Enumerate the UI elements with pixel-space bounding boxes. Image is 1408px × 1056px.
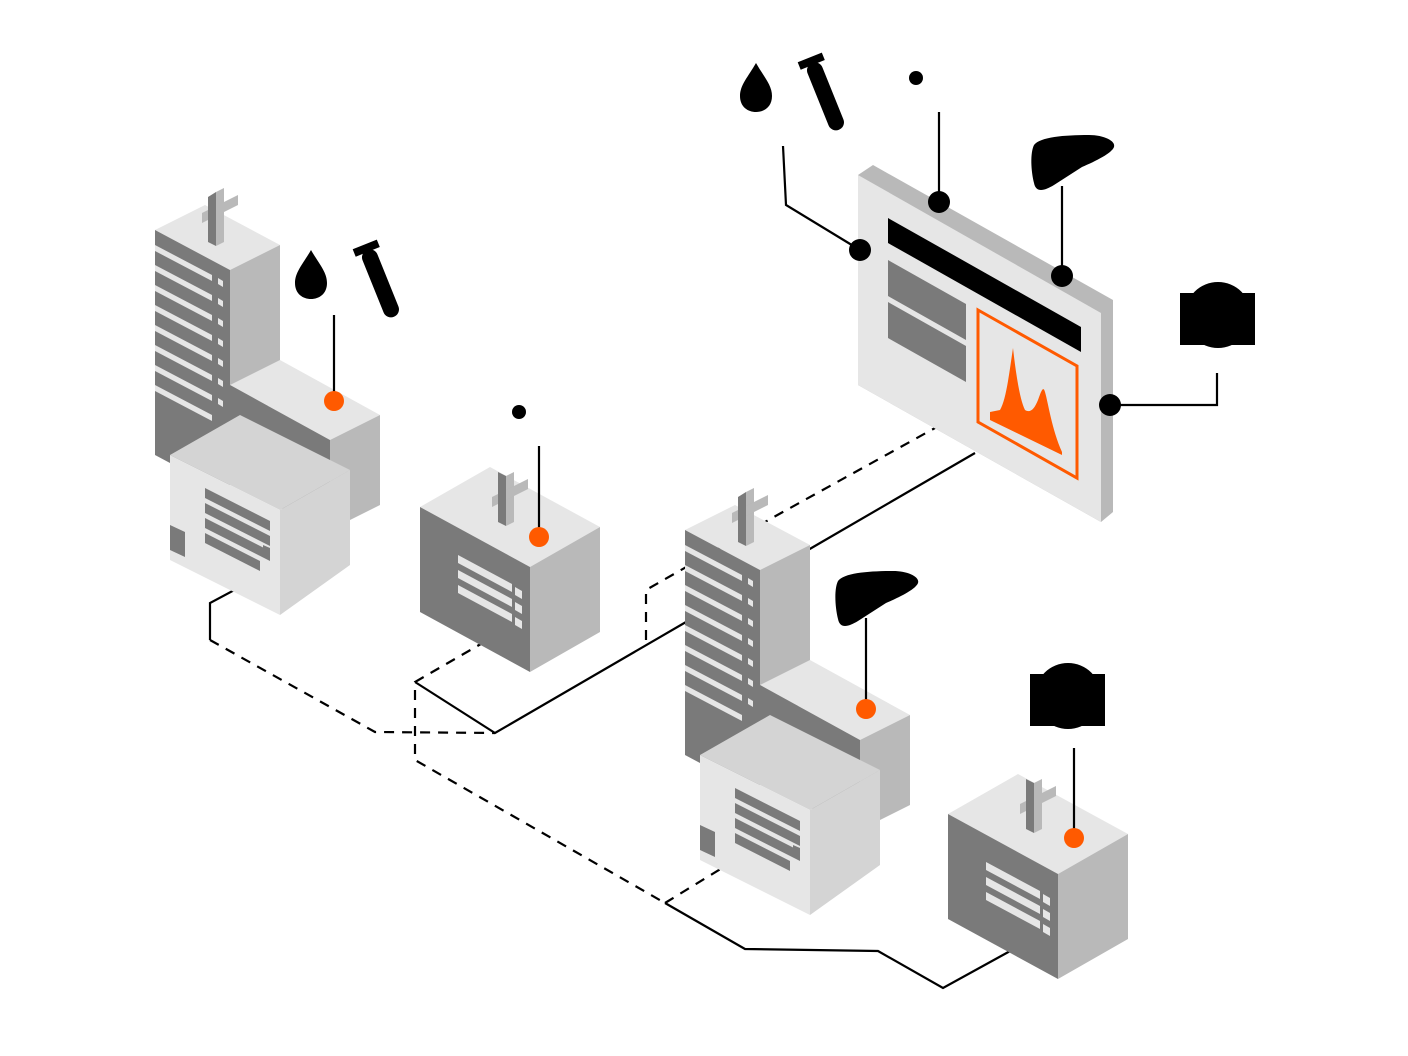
liver-icon: [1031, 135, 1115, 190]
connector-dot: [529, 527, 549, 547]
blood-test-icon: [740, 52, 852, 135]
dashboard-block: [888, 302, 966, 382]
dashboard-title-bar: [888, 218, 1081, 352]
connector-dot: [1064, 828, 1084, 848]
dashboard-panel: [858, 165, 1113, 522]
connector-dot: [1051, 265, 1073, 287]
dashboard-connectors: [781, 112, 1219, 416]
clinic-bottom-right: [948, 774, 1128, 979]
dashed-link-center-up: [644, 427, 936, 640]
large-hospital-top-left: [155, 188, 380, 615]
clinic-middle: [420, 467, 600, 672]
dashboard-chart-frame: [976, 307, 1079, 481]
peak-chart-icon: [990, 348, 1062, 455]
mri-scanner-icon: [1030, 663, 1105, 735]
blood-test-icon: [295, 239, 407, 322]
large-hospital-center: [685, 488, 910, 915]
dashed-link-mid-clinic: [413, 640, 666, 904]
orange-connectors: [324, 315, 1084, 848]
dashboard-block: [888, 260, 966, 340]
liver-icon: [835, 571, 919, 626]
stethoscope-icon: [512, 354, 572, 435]
connector-dot: [1099, 394, 1121, 416]
dashed-link-left-to-mid: [209, 639, 496, 735]
stethoscope-icon: [909, 20, 969, 101]
mri-scanner-icon: [1180, 282, 1255, 354]
link-bottom-to-clinic-right: [664, 902, 1013, 990]
connector-dot: [324, 391, 344, 411]
network-lines: [208, 427, 1013, 990]
connector-dot: [849, 239, 871, 261]
connector-dot: [928, 191, 950, 213]
link-center-to-dashboard: [807, 452, 976, 551]
connector-dot: [856, 699, 876, 719]
